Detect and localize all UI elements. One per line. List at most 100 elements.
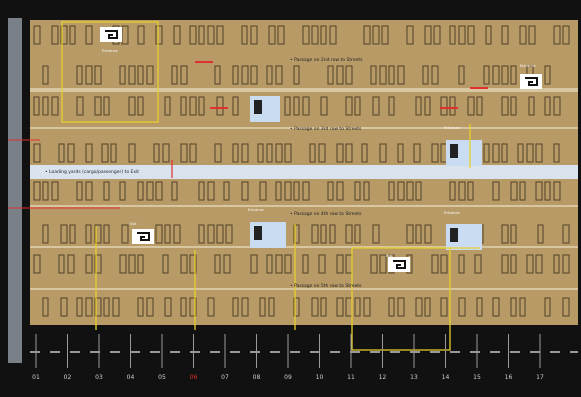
parking-bay <box>155 25 163 45</box>
parking-bay <box>225 224 233 244</box>
parking-bay <box>510 297 517 317</box>
parking-bay <box>275 254 283 274</box>
entrance-label-1: Entrance <box>102 49 118 53</box>
gate-symbol <box>393 260 406 269</box>
parking-bay <box>223 181 230 201</box>
parking-bay <box>562 297 570 317</box>
driving-lane <box>30 127 578 129</box>
road-tick-label: 02 <box>63 374 72 381</box>
driving-lane <box>30 288 578 290</box>
parking-bay <box>85 297 93 317</box>
parking-bay <box>363 297 371 317</box>
parking-bay <box>76 65 83 85</box>
parking-bay <box>320 25 327 45</box>
parking-bay <box>198 181 205 201</box>
parking-bay <box>415 181 422 201</box>
parking-bay <box>232 143 239 163</box>
parking-bay <box>198 96 205 116</box>
parking-bay <box>320 224 327 244</box>
parking-bay <box>526 143 534 163</box>
parking-bay <box>379 143 387 163</box>
parking-bay <box>519 297 526 317</box>
road-tick-label: 04 <box>126 374 135 381</box>
parking-bay <box>33 25 41 45</box>
parking-bay <box>241 143 249 163</box>
parking-bay <box>415 224 422 244</box>
parking-bay <box>94 65 102 85</box>
parking-bay <box>379 254 387 274</box>
parking-bay <box>275 65 283 85</box>
parking-bay <box>388 297 395 317</box>
parking-bay <box>33 143 41 163</box>
parking-bay <box>519 25 527 45</box>
left-edge-strip <box>8 18 22 363</box>
parking-bay <box>440 297 448 317</box>
parking-bay <box>458 254 465 274</box>
parking-bay <box>128 254 136 274</box>
parking-bay <box>553 96 561 116</box>
parking-bay <box>544 96 551 116</box>
parking-bay <box>492 181 500 201</box>
parking-bay <box>370 65 377 85</box>
parking-bay <box>241 297 249 317</box>
parking-bay <box>207 297 215 317</box>
service-box-mark <box>254 226 262 240</box>
parking-bay <box>241 181 249 201</box>
parking-bay <box>293 65 300 85</box>
parking-bay <box>189 96 197 116</box>
parking-bay <box>553 143 560 163</box>
road-tick-label: 15 <box>473 374 481 381</box>
parking-bay <box>189 143 197 163</box>
parking-bay <box>535 143 543 163</box>
aisle-note-2: • Passage on 3rd row to Streets <box>290 127 362 132</box>
parking-bay <box>485 25 492 45</box>
parking-bay <box>171 65 178 85</box>
parking-bay <box>562 25 570 45</box>
road-tick-label: 16 <box>504 374 513 381</box>
parking-bay <box>440 96 448 116</box>
parking-bay <box>544 297 551 317</box>
parking-bay <box>189 25 197 45</box>
parking-bay <box>361 143 368 163</box>
parking-bay <box>510 224 517 244</box>
parking-bay <box>501 224 509 244</box>
parking-bay <box>164 96 171 116</box>
parking-bay <box>363 25 371 45</box>
road-tick-label: 14 <box>441 374 450 381</box>
parking-bay <box>354 297 361 317</box>
parking-bay <box>60 297 68 317</box>
parking-bay <box>146 297 154 317</box>
parking-bay <box>67 254 75 274</box>
parking-bay <box>241 25 248 45</box>
parking-bay <box>112 297 120 317</box>
parking-bay <box>259 297 266 317</box>
parking-bay <box>372 25 380 45</box>
parking-bay <box>164 224 171 244</box>
parking-bay <box>119 65 126 85</box>
parking-bay <box>33 254 41 274</box>
parking-bay <box>526 254 534 274</box>
parking-bay <box>293 96 300 116</box>
parking-bay <box>128 65 136 85</box>
parking-bay <box>137 96 144 116</box>
parking-bay <box>302 254 309 274</box>
gate-symbol <box>137 232 150 241</box>
parking-bay <box>207 224 215 244</box>
parking-bay <box>284 181 292 201</box>
parking-bay <box>60 25 68 45</box>
parking-bay <box>302 25 310 45</box>
parking-bay <box>553 25 561 45</box>
parking-bay <box>119 181 126 201</box>
parking-bay <box>69 224 76 244</box>
parking-bay <box>517 143 524 163</box>
parking-bay <box>424 224 432 244</box>
road-tick-label: 11 <box>347 374 355 381</box>
parking-bay <box>388 96 395 116</box>
parking-bay <box>214 254 221 274</box>
aisle-note-3: • Passage on 4th row to Streets <box>290 212 362 217</box>
parking-bay <box>85 224 92 244</box>
parking-bay <box>94 224 102 244</box>
parking-bay <box>241 65 249 85</box>
